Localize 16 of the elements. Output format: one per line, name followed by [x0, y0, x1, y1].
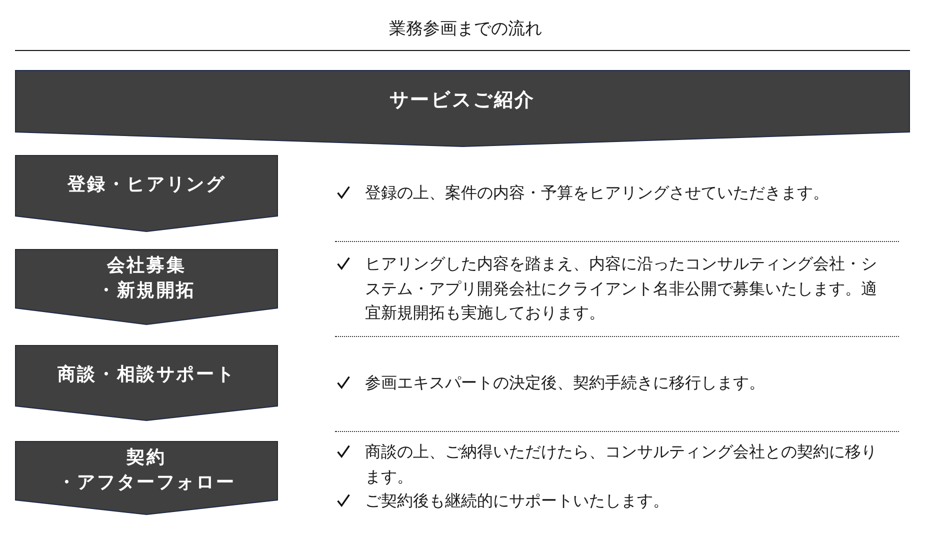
step-label: 会社募集・新規開拓	[96, 254, 197, 302]
step-label: 契約・アフターフォロー	[56, 446, 237, 494]
step-label: 登録・ヒアリング	[67, 173, 226, 198]
banner-heading: サービスご紹介	[389, 88, 536, 114]
process-step	[15, 345, 278, 421]
step-description: 登録の上、案件の内容・予算をヒアリングさせていただきます。	[365, 182, 830, 204]
diagram-title: 業務参画までの流れ	[388, 18, 543, 41]
process-step	[15, 155, 278, 232]
step-description: ご契約後も継続的にサポートいたします。	[365, 490, 670, 512]
process-step	[15, 249, 278, 325]
header-banner	[15, 70, 910, 147]
process-step	[15, 441, 278, 515]
step-label: 商談・相談サポート	[57, 363, 236, 388]
step-description: ヒアリングした内容を踏まえ、内容に沿ったコンサルティング会社・システム・アプリ開発会社にクライアント名非公開で募集いたします。適宜新規開拓も実施しております。	[365, 253, 878, 324]
step-description: 参画エキスパートの決定後、契約手続きに移行します。	[365, 372, 766, 394]
step-description: 商談の上、ご納得いただけたら、コンサルティング会社との契約に移ります。	[365, 441, 878, 488]
